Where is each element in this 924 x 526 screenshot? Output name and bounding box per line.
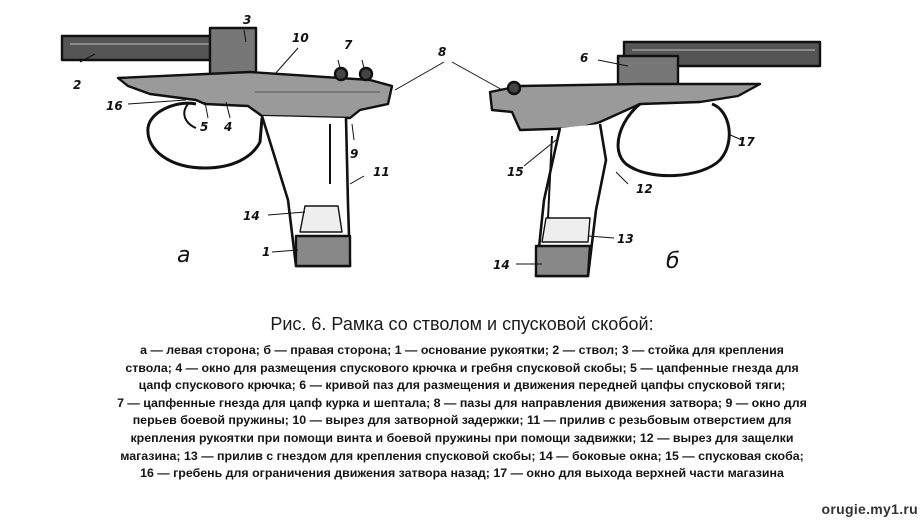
caption-line: крепления рукоятки при помощи винта и бо…: [130, 430, 794, 445]
figure-caption-legend: а — левая сторона; б — правая сторона; 1…: [4, 342, 920, 483]
callout-11: 11: [373, 165, 390, 179]
caption-line: ствола; 4 — окно для размещения спусково…: [125, 360, 799, 375]
site-watermark: orugie.my1.ru: [821, 501, 918, 517]
callout-12: 14: [493, 258, 510, 272]
callout-3: 3: [243, 13, 251, 27]
left-frame-body: [116, 70, 394, 120]
right-trigger-guard: [616, 102, 731, 178]
pistol-frame-figure: 2 3 10 7 16 5 4 9 11 14 1 a 8: [60, 13, 822, 278]
callout-15: 17: [738, 135, 755, 149]
callout-7: 7: [344, 38, 353, 52]
left-trigger-guard: [146, 101, 264, 170]
caption-line: магазина; 13 — прилив с гнездом для креп…: [120, 448, 804, 463]
callout-9: 9: [350, 147, 358, 161]
callout-2: 2: [73, 78, 81, 92]
callout-14-right: 13: [617, 232, 634, 246]
figure-caption-title: Рис. 6. Рамка со стволом и спусковой ско…: [270, 314, 654, 334]
callout-16: 16: [106, 99, 123, 113]
callout-13: 12: [636, 182, 653, 196]
view-label-a: a: [177, 243, 190, 268]
caption-line: цапф спускового крючка; 6 — кривой паз д…: [138, 378, 786, 393]
caption-line: а — левая сторона; б — правая сторона; 1…: [140, 343, 784, 357]
caption-line: перьев боевой пружины; 10 — вырез для за…: [132, 413, 792, 428]
callout-6: 6: [580, 51, 588, 65]
callout-1: 1: [262, 245, 270, 259]
right-callouts: 8 6 17 12 15 13 14 б: [438, 45, 755, 274]
right-view-drawing: [488, 40, 822, 278]
left-view-drawing: [60, 26, 394, 268]
callout-4: 4: [223, 120, 232, 134]
caption-line: 16 — гребень для ограничения движения за…: [140, 466, 784, 481]
callout-8: 8: [438, 45, 446, 59]
callout-5: 5: [200, 120, 208, 134]
caption-line: 7 — цапфенные гнезда для цапф курка и ше…: [117, 395, 807, 410]
callout-17: 15: [507, 165, 524, 179]
callout-14-left: 14: [243, 209, 260, 223]
callout-10: 10: [292, 31, 309, 45]
left-callouts: 2 3 10 7 16 5 4 9 11 14 1 a: [73, 13, 390, 268]
view-label-b: б: [666, 249, 680, 274]
